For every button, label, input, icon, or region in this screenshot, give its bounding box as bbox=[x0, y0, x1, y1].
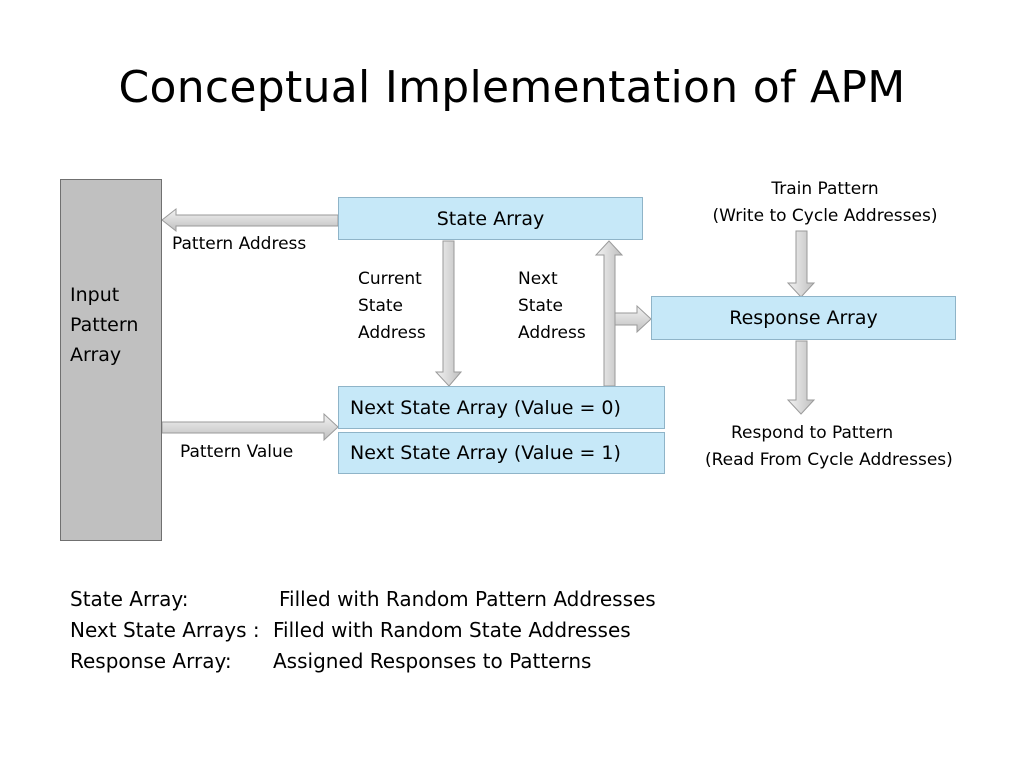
respond-arrow bbox=[786, 340, 816, 415]
next-state-array-0-label: Next State Array (Value = 0) bbox=[350, 396, 621, 419]
next-state-address-label: Next State Address bbox=[518, 269, 586, 343]
input-pattern-array-box: Input Pattern Array bbox=[60, 179, 162, 541]
response-array-label: Response Array bbox=[729, 307, 878, 329]
legend-key: Response Array: bbox=[70, 649, 232, 673]
to-response-arrow bbox=[614, 304, 652, 334]
legend: State Array: Filled with Random Pattern … bbox=[70, 584, 656, 677]
pattern-value-label: Pattern Value bbox=[180, 442, 294, 462]
legend-key: State Array: bbox=[70, 587, 189, 611]
respond-to-pattern-label: Respond to Pattern (Read From Cycle Addr… bbox=[705, 423, 953, 470]
legend-value: Filled with Random Pattern Addresses bbox=[279, 587, 656, 611]
next-state-address-arrow bbox=[594, 240, 624, 387]
next-state-array-0-box: Next State Array (Value = 0) bbox=[338, 386, 665, 429]
legend-row-response-array: Response Array: Assigned Responses to Pa… bbox=[70, 646, 656, 677]
legend-value: Assigned Responses to Patterns bbox=[273, 649, 592, 673]
slide-title: Conceptual Implementation of APM bbox=[118, 62, 906, 113]
state-array-label: State Array bbox=[436, 207, 545, 230]
input-pattern-array-label-1: Input bbox=[70, 284, 120, 306]
next-state-array-1-box: Next State Array (Value = 1) bbox=[338, 432, 665, 474]
input-pattern-array-label-2: Pattern bbox=[70, 314, 139, 336]
train-pattern-label: Train Pattern (Write to Cycle Addresses) bbox=[712, 179, 938, 226]
response-array-box: Response Array bbox=[651, 296, 956, 340]
current-state-address-arrow bbox=[434, 240, 463, 387]
legend-row-state-array: State Array: Filled with Random Pattern … bbox=[70, 584, 656, 615]
train-pattern-arrow bbox=[786, 230, 816, 298]
pattern-value-arrow bbox=[161, 412, 339, 442]
legend-value: Filled with Random State Addresses bbox=[273, 618, 631, 642]
state-array-box: State Array bbox=[338, 197, 643, 240]
pattern-address-arrow bbox=[161, 207, 339, 233]
legend-key: Next State Arrays : bbox=[70, 618, 260, 642]
input-pattern-array-label-3: Array bbox=[70, 344, 122, 366]
next-state-array-1-label: Next State Array (Value = 1) bbox=[350, 442, 621, 464]
pattern-address-label: Pattern Address bbox=[172, 234, 307, 254]
legend-row-next-state-arrays: Next State Arrays : Filled with Random S… bbox=[70, 615, 656, 646]
current-state-address-label: Current State Address bbox=[358, 269, 426, 343]
